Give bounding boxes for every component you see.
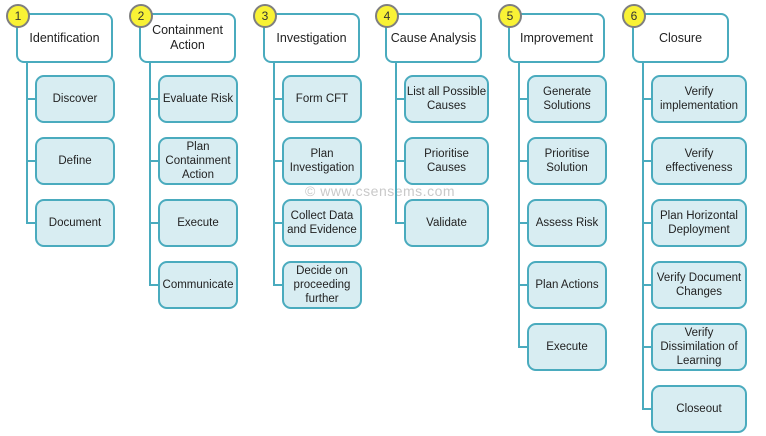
- connector-vertical-line: [518, 60, 520, 348]
- process-step-box: Define: [35, 137, 115, 185]
- connector-branch-line: [642, 222, 652, 224]
- process-step-box: Plan Investigation: [282, 137, 362, 185]
- connector-branch-line: [395, 98, 405, 100]
- connector-branch-line: [149, 160, 159, 162]
- connector-vertical-line: [395, 60, 397, 224]
- connector-branch-line: [642, 98, 652, 100]
- process-step-box: Closeout: [651, 385, 747, 433]
- process-step-box: Verify Dissimilation of Learning: [651, 323, 747, 371]
- connector-branch-line: [642, 346, 652, 348]
- process-step-box: List all Possible Causes: [404, 75, 489, 123]
- process-step-box: Document: [35, 199, 115, 247]
- process-step-box: Evaluate Risk: [158, 75, 238, 123]
- phase-header-box: Cause Analysis: [385, 13, 482, 63]
- connector-branch-line: [273, 98, 283, 100]
- process-step-box: Prioritise Solution: [527, 137, 607, 185]
- connector-vertical-line: [273, 60, 275, 286]
- process-step-box: Discover: [35, 75, 115, 123]
- connector-branch-line: [149, 98, 159, 100]
- connector-vertical-line: [149, 60, 151, 286]
- connector-branch-line: [518, 284, 528, 286]
- phase-number-badge: 1: [6, 4, 30, 28]
- connector-branch-line: [642, 160, 652, 162]
- process-step-box: Form CFT: [282, 75, 362, 123]
- connector-branch-line: [149, 284, 159, 286]
- process-step-box: Decide on proceeding further: [282, 261, 362, 309]
- process-step-box: Communicate: [158, 261, 238, 309]
- process-step-box: Plan Actions: [527, 261, 607, 309]
- connector-branch-line: [26, 160, 36, 162]
- connector-branch-line: [395, 222, 405, 224]
- phase-header-box: Investigation: [263, 13, 360, 63]
- connector-branch-line: [26, 222, 36, 224]
- process-step-box: Plan Horizontal Deployment: [651, 199, 747, 247]
- connector-branch-line: [273, 222, 283, 224]
- phase-number-badge: 5: [498, 4, 522, 28]
- connector-branch-line: [518, 98, 528, 100]
- phase-header-box: Containment Action: [139, 13, 236, 63]
- connector-branch-line: [26, 98, 36, 100]
- connector-branch-line: [395, 160, 405, 162]
- connector-branch-line: [518, 222, 528, 224]
- phase-header-box: Closure: [632, 13, 729, 63]
- process-step-box: Assess Risk: [527, 199, 607, 247]
- process-step-box: Validate: [404, 199, 489, 247]
- phase-number-badge: 4: [375, 4, 399, 28]
- phase-header-box: Identification: [16, 13, 113, 63]
- connector-branch-line: [273, 284, 283, 286]
- process-step-box: Plan Containment Action: [158, 137, 238, 185]
- connector-branch-line: [518, 160, 528, 162]
- connector-vertical-line: [642, 60, 644, 410]
- connector-branch-line: [642, 408, 652, 410]
- phase-number-badge: 3: [253, 4, 277, 28]
- process-step-box: Prioritise Causes: [404, 137, 489, 185]
- process-step-box: Execute: [527, 323, 607, 371]
- process-step-box: Generate Solutions: [527, 75, 607, 123]
- phase-header-box: Improvement: [508, 13, 605, 63]
- process-step-box: Verify effectiveness: [651, 137, 747, 185]
- process-step-box: Execute: [158, 199, 238, 247]
- process-step-box: Verify Document Changes: [651, 261, 747, 309]
- connector-branch-line: [518, 346, 528, 348]
- watermark-text: © www.csensems.com: [305, 183, 456, 199]
- connector-vertical-line: [26, 60, 28, 224]
- process-step-box: Collect Data and Evidence: [282, 199, 362, 247]
- connector-branch-line: [149, 222, 159, 224]
- connector-branch-line: [273, 160, 283, 162]
- phase-number-badge: 2: [129, 4, 153, 28]
- phase-number-badge: 6: [622, 4, 646, 28]
- connector-branch-line: [642, 284, 652, 286]
- process-step-box: Verify implementation: [651, 75, 747, 123]
